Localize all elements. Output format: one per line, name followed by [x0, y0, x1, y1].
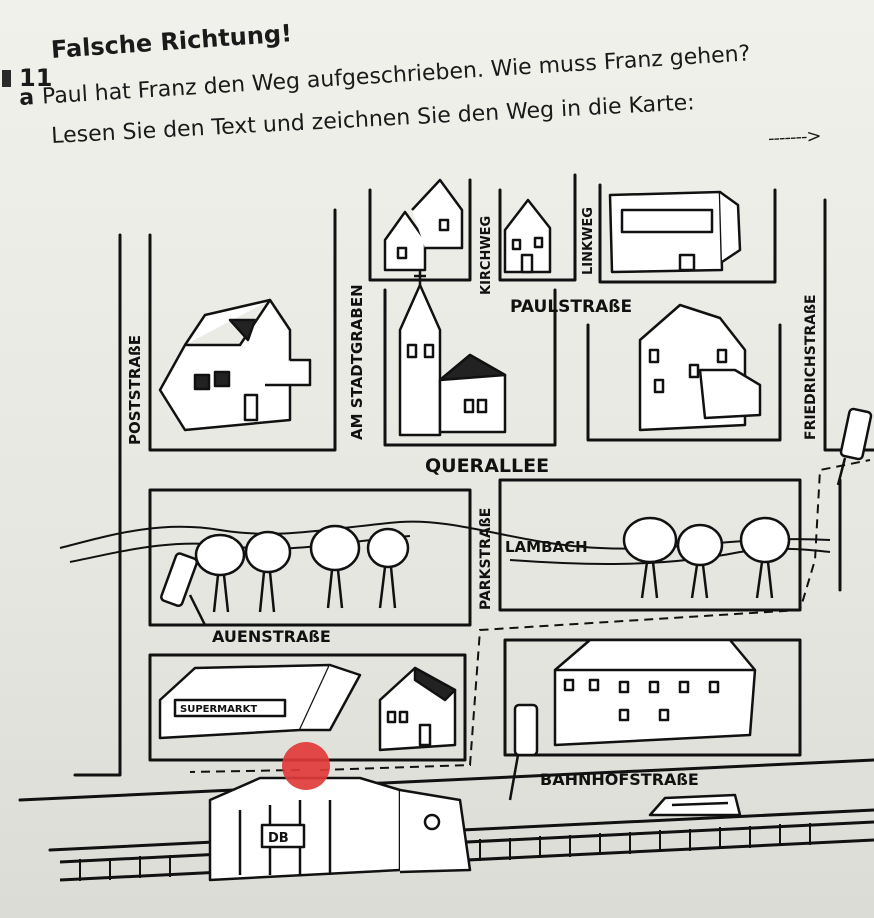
house-parkstrasse [378, 666, 457, 752]
block-outline [148, 653, 467, 762]
block-outline [148, 208, 337, 452]
tree-icon [739, 516, 791, 599]
houses-kirchweg [383, 178, 464, 272]
exercise-bullet-icon [2, 70, 11, 87]
block-outline [586, 323, 782, 442]
exercise-number: 11 [2, 64, 52, 92]
supermarket [158, 663, 362, 740]
street-linkweg: LINKWEG [581, 207, 596, 275]
church [398, 270, 507, 437]
long-building-bahnhofstrasse [553, 638, 757, 747]
train [648, 793, 742, 817]
tree-icon [194, 533, 246, 613]
street-parkstrasse: PARKSTRAßE [478, 508, 494, 610]
tree-icon [366, 527, 410, 609]
house-paulstrasse [638, 303, 762, 432]
block-outline [383, 288, 557, 447]
tree-icon [676, 523, 724, 599]
street-auenstrasse: AUENSTRAßE [212, 627, 331, 646]
road-edge [18, 758, 874, 802]
traffic-lights [160, 407, 873, 801]
street-bahnhofstrasse: BAHNHOFSTRAßE [540, 770, 699, 789]
street-querallee: QUERALLEE [425, 455, 549, 477]
sign-supermarkt: SUPERMARKT [180, 704, 257, 715]
street-poststrasse: POSTSTRAßE [126, 335, 144, 445]
traffic-light-icon [508, 703, 539, 801]
block-outline [498, 173, 577, 282]
sign-db: DB [268, 831, 289, 846]
block-outline [148, 488, 472, 627]
house-linkweg [503, 198, 552, 274]
block-outline [73, 233, 122, 777]
street-friedrichstrasse: FRIEDRICHSTRAßE [803, 294, 819, 440]
street-paulstrasse: PAULSTRAßE [510, 297, 632, 317]
trees [194, 516, 791, 613]
building-top-right [608, 190, 742, 274]
street-am-stadtgraben: AM STADTGRABEN [348, 284, 366, 440]
tree-icon [244, 530, 292, 613]
traffic-light-icon [160, 552, 207, 626]
train-station [208, 776, 472, 882]
block-outline [598, 183, 777, 284]
street-lambach: LAMBACH [505, 538, 588, 556]
tree-icon [622, 516, 678, 599]
start-marker [282, 742, 330, 790]
house-poststrasse [158, 298, 312, 432]
street-kirchweg: KIRCHWEG [479, 216, 494, 295]
traffic-light-icon [836, 407, 873, 486]
dashed-route [189, 459, 871, 773]
tree-icon [309, 524, 361, 609]
